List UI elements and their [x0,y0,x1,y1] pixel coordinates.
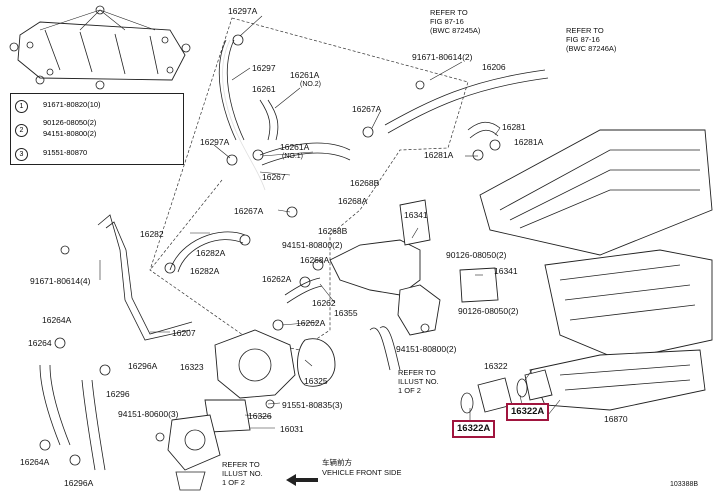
part-label-91671-80614-4[interactable]: 91671-80614(4) [30,276,91,286]
part-label-16264[interactable]: 16264 [28,338,52,348]
leader-lines [99,15,561,429]
part-label-16264A[interactable]: 16264A [20,457,50,467]
part-label-91551-80835-3[interactable]: 91551-80835(3) [282,400,343,410]
part-label-16264A[interactable]: 16264A [42,315,72,325]
clamps [39,34,501,466]
part-label-16282A[interactable]: 16282A [196,248,226,258]
part-label-16261[interactable]: 16261 [252,84,276,94]
legend-item: 94151-80800(2) [43,129,97,138]
part-label-16262A[interactable]: 16262A [296,318,326,328]
legend-item: 91671-80820(10) [43,100,101,109]
part-label-16296[interactable]: 16296 [106,389,130,399]
legend-item: 90126-08050(2) [43,118,97,127]
part-label-16322[interactable]: 16322 [484,361,508,371]
part-label-16267A[interactable]: 16267A [234,206,264,216]
part-label-16297A[interactable]: 16297A [200,137,230,147]
part-label-16296A[interactable]: 16296A [128,361,158,371]
legend-num: 2 [15,124,28,137]
water-pump [167,329,336,491]
part-label-16341[interactable]: 16341 [404,210,428,220]
legend-num: 1 [15,100,28,113]
vehicle-front-label: VEHICLE FRONT SIDE [322,468,402,477]
part-label-16206[interactable]: 16206 [482,62,506,72]
part-label-16281A[interactable]: 16281A [424,150,454,160]
part-label-16262A[interactable]: 16262A [262,274,292,284]
part-label-90126-08050-2[interactable]: 90126-08050(2) [446,250,507,260]
part-label-94151-80600-3[interactable]: 94151-80600(3) [118,409,179,419]
vehicle-front-jp: 车辆前方 [322,458,352,467]
cylinder-heads [479,129,713,411]
hoses [39,39,549,471]
part-label-16267A[interactable]: 16267A [352,104,382,114]
part-label-16341[interactable]: 16341 [494,266,518,276]
highlighted-part-16322A[interactable]: 16322A [506,403,550,421]
part-label-16268B[interactable]: 16268B [350,178,380,188]
ref-illust-mid[interactable]: REFER TO ILLUST NO. 1 OF 2 [398,368,439,395]
part-label-16282A[interactable]: 16282A [190,266,220,276]
part-label-16267[interactable]: 16267 [262,172,286,182]
part-label-16355[interactable]: 16355 [334,308,358,318]
legend-num: 3 [15,148,28,161]
part-label-16281[interactable]: 16281 [502,122,526,132]
group-outline [149,17,469,351]
part-label-16268A[interactable]: 16268A [338,196,368,206]
part-label-16297A[interactable]: 16297A [228,6,258,16]
part-label-16262[interactable]: 16262 [312,298,336,308]
part-label-sub: (NO.2) [300,81,321,88]
ref-fig-top-left[interactable]: REFER TO FIG 87-16 (BWC 87245A) [430,8,481,35]
legend-item: 91551-80870 [43,148,88,157]
part-label-16268B[interactable]: 16268B [318,226,348,236]
diagram-code: 103388B [670,481,699,488]
fastener-legend: 1 91671-80820(10) 2 90126-08050(2) 94151… [10,93,184,165]
part-label-94151-80800-2[interactable]: 94151-80800(2) [282,240,343,250]
ref-fig-top-right[interactable]: REFER TO FIG 87-16 (BWC 87246A) [566,26,617,53]
part-label-16325[interactable]: 16325 [304,376,328,386]
vehicle-front-arrow [286,474,318,486]
part-label-16261A-no2[interactable]: 16261A [290,70,320,80]
highlighted-part-16322A[interactable]: 16322A [452,420,496,438]
bypass-parts [460,369,553,414]
part-label-91671-80614-2[interactable]: 91671-80614(2) [412,52,473,62]
part-label-16296A[interactable]: 16296A [64,478,94,488]
part-label-16282[interactable]: 16282 [140,229,164,239]
intake-manifold-sketch [9,5,191,90]
part-label-16268A[interactable]: 16268A [300,255,330,265]
part-label-16297[interactable]: 16297 [252,63,276,73]
part-label-16281A[interactable]: 16281A [514,137,544,147]
part-label-16326[interactable]: 16326 [248,411,272,421]
ref-illust-bottom[interactable]: REFER TO ILLUST NO. 1 OF 2 [222,460,263,487]
part-label-sub: (NO.1) [282,153,303,160]
part-label-16323[interactable]: 16323 [180,362,204,372]
water-outlet [329,199,499,336]
part-label-16031[interactable]: 16031 [280,424,304,434]
part-label-94151-80800-2[interactable]: 94151-80800(2) [396,344,457,354]
part-label-90126-08050-2[interactable]: 90126-08050(2) [458,306,519,316]
part-label-16870[interactable]: 16870 [604,414,628,424]
part-label-16207[interactable]: 16207 [172,328,196,338]
part-label-16261A-no1[interactable]: 16261A [280,142,310,152]
